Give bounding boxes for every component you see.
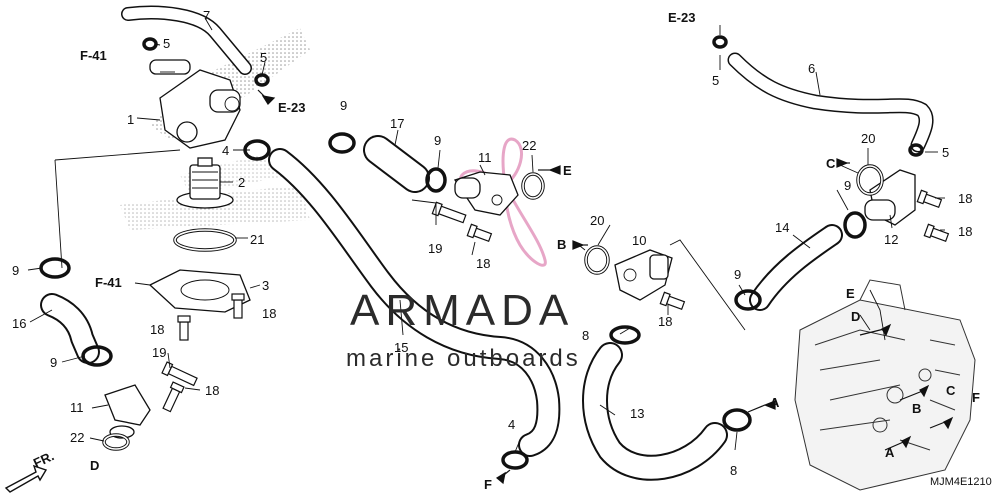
- watermark-tagline: marine outboards: [346, 345, 581, 372]
- o-ring-22-mid: [521, 172, 545, 200]
- ref-f41-mid: F-41: [95, 275, 122, 290]
- ref-f-bottom: F: [484, 477, 492, 492]
- hose-16: [40, 293, 100, 364]
- hose-17: [363, 135, 430, 193]
- part-number: 18: [476, 256, 490, 271]
- ref-e-mid: E: [563, 163, 572, 178]
- ref-e23-right: E-23: [668, 10, 695, 25]
- ref-d-left: D: [90, 458, 99, 473]
- leader-lines: [27, 17, 945, 453]
- part-number: 8: [582, 328, 589, 343]
- part-number: 20: [861, 131, 875, 146]
- part-number: 18: [958, 224, 972, 239]
- hose-13: [582, 342, 728, 481]
- part-number: 16: [12, 316, 26, 331]
- thermostat-2: [176, 157, 234, 209]
- part-number: 9: [434, 133, 441, 148]
- thermostat-cover-3: [148, 269, 251, 313]
- ref-b-mid: B: [557, 237, 566, 252]
- part-number: 5: [260, 50, 267, 65]
- water-joint-10: [614, 249, 673, 301]
- part-number: 11: [70, 400, 84, 415]
- ref-engine-c: C: [946, 383, 956, 398]
- part-number: 6: [808, 61, 815, 76]
- front-label: FR.: [31, 448, 56, 470]
- part-number: 17: [390, 116, 404, 131]
- hose-7: [121, 5, 252, 75]
- hose-6: [727, 52, 934, 153]
- part-number: 4: [222, 143, 229, 158]
- ref-engine-d: D: [851, 309, 860, 324]
- part-number: 5: [712, 73, 719, 88]
- hose-15: [268, 148, 561, 457]
- front-direction-indicator: FR.: [4, 448, 56, 493]
- part-number: 20: [590, 213, 604, 228]
- water-joint-11-left: [104, 384, 151, 439]
- ref-a-right: A: [770, 395, 780, 410]
- part-number: 9: [340, 98, 347, 113]
- ref-engine-e: E: [846, 286, 855, 301]
- part-number: 18: [262, 306, 276, 321]
- part-number: 18: [658, 314, 672, 329]
- part-number: 13: [630, 406, 644, 421]
- o-ring-20-mid: [584, 245, 610, 275]
- part-number: 9: [734, 267, 741, 282]
- o-ring-20-right: [856, 164, 884, 196]
- part-number: 18: [958, 191, 972, 206]
- part-number: 9: [50, 355, 57, 370]
- part-number: 3: [262, 278, 269, 293]
- ref-c-right: C: [826, 156, 836, 171]
- part-number: 5: [942, 145, 949, 160]
- water-joint-11-mid: [453, 171, 519, 216]
- ref-engine-f: F: [972, 390, 980, 405]
- part-number: 1: [127, 112, 134, 127]
- part-number: 9: [844, 178, 851, 193]
- ref-e23-left: E-23: [278, 100, 305, 115]
- part-number: 7: [203, 8, 210, 23]
- part-number: 18: [205, 383, 219, 398]
- part-number: 8: [730, 463, 737, 478]
- part-number: 14: [775, 220, 789, 235]
- part-number: 9: [12, 263, 19, 278]
- part-number: 5: [163, 36, 170, 51]
- ref-engine-a: A: [885, 445, 895, 460]
- part-number: 21: [250, 232, 264, 247]
- engine-block: [794, 279, 976, 491]
- part-number: 22: [522, 138, 536, 153]
- part-number: 19: [152, 345, 166, 360]
- part-number: 12: [884, 232, 898, 247]
- watermark-brand: ARMADA: [350, 286, 574, 335]
- reference-arrows: [257, 89, 954, 485]
- bolts: [161, 189, 950, 413]
- hose-14: [749, 224, 843, 311]
- part-number-labels: 1 2 3 4 4 5 5 5 5 6 7 8 8 9 9 9 9 9 9 10…: [12, 8, 972, 478]
- o-ring-21: [173, 228, 237, 252]
- part-number: 19: [428, 241, 442, 256]
- thermostat-housing-1: [149, 59, 241, 149]
- part-number: 18: [150, 322, 164, 337]
- part-number: 11: [478, 150, 492, 165]
- ref-engine-b: B: [912, 401, 921, 416]
- part-number: 15: [394, 340, 408, 355]
- part-number: 4: [508, 417, 515, 432]
- ref-f41-top: F-41: [80, 48, 107, 63]
- part-number: 10: [632, 233, 646, 248]
- diagram-code: MJM4E1210: [930, 476, 992, 488]
- o-ring-22-left: [102, 433, 130, 451]
- part-number: 22: [70, 430, 84, 445]
- part-number: 2: [238, 175, 245, 190]
